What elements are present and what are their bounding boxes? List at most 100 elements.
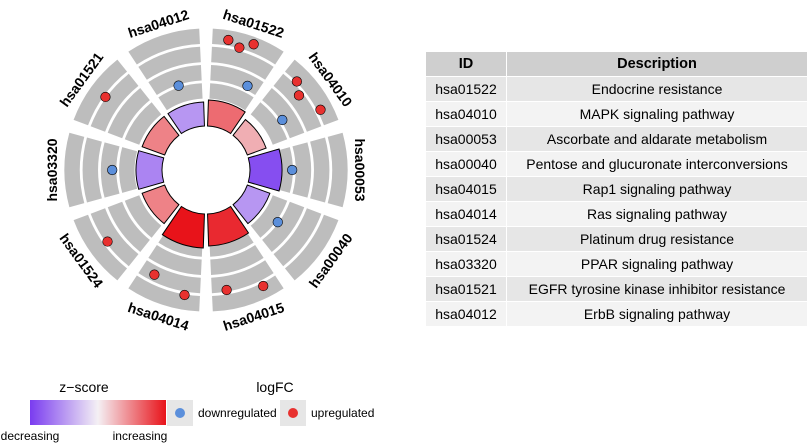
term-zscore-bar	[135, 150, 165, 190]
upregulated-gene-dot	[100, 91, 111, 103]
table-cell-id: hsa04015	[425, 176, 507, 202]
downregulated-dot-icon	[175, 408, 185, 418]
upregulated-gene-dot	[293, 90, 305, 101]
term-track-band	[273, 208, 322, 267]
term-track-band	[90, 73, 139, 132]
table-cell-description: Pentose and glucuronate interconversions	[506, 151, 808, 177]
term-zscore-bar	[141, 115, 180, 156]
table-cell-id: hsa04010	[425, 101, 507, 127]
term-track-band	[73, 214, 128, 281]
table-cell-id: hsa04012	[425, 301, 507, 327]
term-track-band	[273, 73, 322, 132]
upregulated-gene-dot	[315, 104, 326, 115]
term-zscore-bar	[232, 118, 267, 156]
term-track-band	[284, 214, 339, 281]
upregulated-gene-dot	[179, 289, 190, 301]
table-cell-id: hsa03320	[425, 251, 507, 277]
downregulated-gene-dot	[287, 164, 298, 176]
table-cell-id: hsa00040	[425, 151, 507, 177]
table-cell-id: hsa01524	[425, 226, 507, 252]
term-track-band	[138, 46, 201, 80]
downregulated-gene-dot	[277, 114, 288, 126]
term-track-band	[73, 59, 128, 126]
term-zscore-bar	[232, 184, 271, 225]
table-cell-description: EGFR tyrosine kinase inhibitor resistanc…	[506, 276, 808, 302]
downregulated-gene-dot	[272, 217, 283, 228]
term-track-band	[124, 102, 162, 145]
term-zscore-bar	[247, 148, 283, 192]
table-cell-description: PPAR signaling pathway	[506, 251, 808, 277]
term-zscore-bar	[167, 101, 205, 135]
term-track-band	[64, 132, 85, 208]
term-track-band	[148, 65, 202, 96]
table-cell-description: Rap1 signaling pathway	[506, 176, 808, 202]
term-track-band	[262, 201, 305, 252]
upregulated-gene-dot	[258, 280, 269, 292]
upregulated-gene-dot	[149, 269, 160, 280]
term-track-band	[138, 260, 201, 294]
table-cell-description: Endocrine resistance	[506, 76, 808, 102]
table-cell-id: hsa01521	[425, 276, 507, 302]
table-cell-id: hsa04014	[425, 201, 507, 227]
upregulated-gene-dot	[223, 34, 234, 46]
chart-legend: z−score decreasing increasing logFC down…	[1, 379, 375, 443]
zscore-gradient-bar	[30, 400, 166, 425]
table-header-row: ID Description	[425, 51, 808, 77]
table-cell-id: hsa00053	[425, 126, 507, 152]
gocircle-chart: hsa01522hsa04010hsa00053hsa00040hsa04015…	[44, 6, 368, 334]
logfc-down-label: downregulated	[198, 406, 277, 420]
table-cell-description: Ascorbate and aldarate metabolism	[506, 126, 808, 152]
term-track-band	[327, 132, 348, 208]
term-track-band	[119, 147, 138, 193]
column-header-description: Description	[506, 51, 808, 77]
term-track-band	[262, 88, 305, 139]
table-cell-description: MAPK signaling pathway	[506, 101, 808, 127]
term-track-band	[250, 195, 288, 238]
term-track-band	[250, 102, 288, 145]
table-cell-description: ErbB signaling pathway	[506, 301, 808, 327]
term-track-band	[107, 201, 150, 252]
upregulated-gene-dot	[102, 236, 113, 247]
downregulated-gene-dot	[242, 80, 253, 91]
term-track-band	[211, 46, 274, 80]
term-track-band	[107, 88, 150, 139]
zscore-legend-title: z−score	[59, 379, 109, 395]
term-zscore-bar	[207, 205, 250, 247]
term-track-band	[148, 244, 202, 275]
downregulated-gene-dot	[173, 80, 184, 91]
term-label: hsa03320	[44, 138, 60, 201]
upregulated-gene-dot	[291, 76, 302, 87]
term-track-band	[292, 142, 312, 198]
term-zscore-bar	[161, 205, 205, 249]
upregulated-gene-dot	[234, 42, 245, 53]
table-cell-description: Platinum drug resistance	[506, 226, 808, 252]
upregulated-gene-dot	[248, 39, 259, 50]
term-track-band	[209, 83, 254, 111]
table-cell-id: hsa01522	[425, 76, 507, 102]
table-cell-description: Ras signaling pathway	[506, 201, 808, 227]
term-zscore-bar	[141, 184, 180, 225]
term-label: hsa00053	[352, 138, 368, 201]
term-track-band	[124, 195, 162, 238]
term-track-band	[310, 137, 330, 203]
logfc-legend-title: logFC	[256, 379, 293, 395]
term-zscore-bar	[207, 99, 246, 135]
zscore-low-label: decreasing	[1, 429, 60, 443]
column-header-id: ID	[425, 51, 507, 77]
term-track-band	[158, 83, 203, 111]
term-track-band	[210, 244, 264, 275]
term-track-band	[90, 208, 139, 267]
logfc-up-label: upregulated	[311, 406, 374, 420]
zscore-high-label: increasing	[113, 429, 168, 443]
term-track-band	[128, 28, 200, 65]
downregulated-gene-dot	[107, 164, 118, 176]
